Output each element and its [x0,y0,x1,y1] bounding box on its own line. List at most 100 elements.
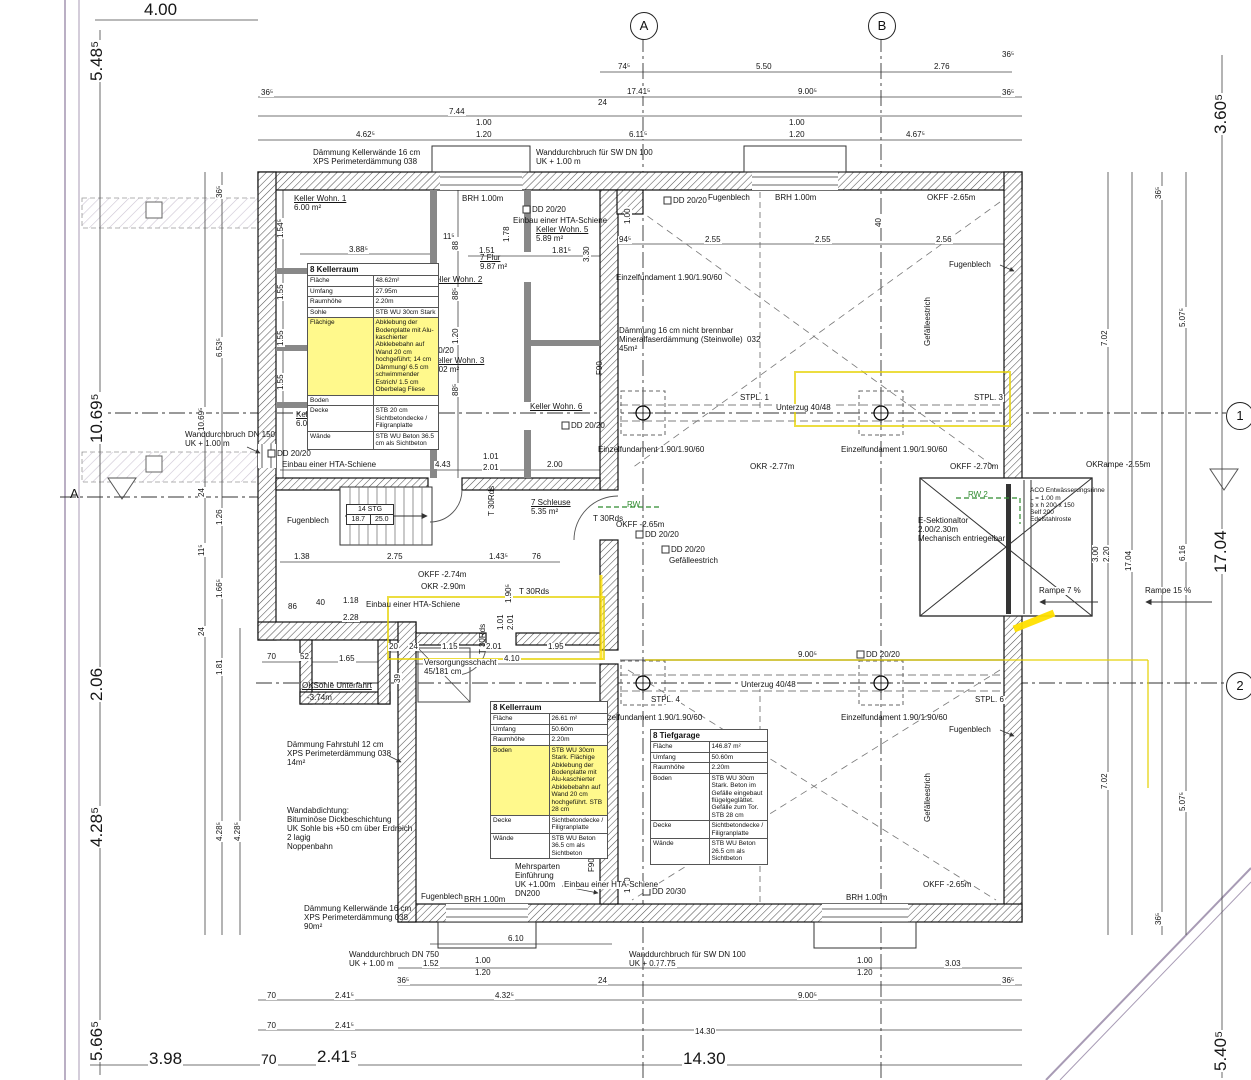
drainage-layer [598,497,1021,524]
drawing-text: 4.10 [503,654,521,664]
drawing-text: Einzelfundament 1.90/1.90/60 [841,713,948,722]
drawing-text: F90 [587,858,596,872]
drawing-text: 6.53⁵ [215,337,225,358]
drawing-text: DN200 [515,889,540,898]
drawing-text: Mehrsparten [515,862,560,871]
drawing-text: 1.51 [478,246,496,256]
yellow-marker-stroke [1012,609,1056,633]
drawing-text: 1.00 [623,207,633,225]
drawing-text: 4.32⁵ [494,991,515,1001]
drawing-text: Einbau einer HTA-Schiene [513,216,608,225]
drawing-text: DD 20/20 [571,421,605,430]
drawing-text: 5.66⁵ [87,1019,106,1062]
room-title: 8 Kellerraum [490,700,608,715]
drawing-text: 5.48⁵ [87,39,106,82]
drawing-text: DD 20/20 [277,449,311,458]
drawing-text: 5.89 m² [536,234,564,243]
drawing-text: 1.38 [293,552,311,562]
dd-box-symbol [856,650,865,659]
door-arc [429,489,463,523]
drawing-text: 5.07⁵ [1178,307,1188,328]
drawing-text: STPL. 1 [739,393,770,403]
section-arrow-right [1209,468,1239,491]
drawing-text: OKFF -2.74m [418,570,467,579]
drawing-text: 36⁵ [1001,50,1016,60]
room-name: Keller Wohn. 5 [536,225,589,234]
drawing-text: OKFF -2.65m [923,880,972,889]
stair-label: 14 STG 18.7 25.0 [346,504,394,525]
drawing-text: Wanddurchbruch DN 750 [349,950,439,959]
drawing-text: 4.28⁵ [233,821,243,842]
drawing-text: 24 [408,642,419,652]
drawing-text: 3.60⁵ [1211,92,1230,135]
drawing-text: Self 200 [1030,509,1054,516]
drawing-text: Gefälleestrich [923,773,932,822]
drawing-text: 14.30 [694,1027,717,1037]
drawing-text: DD 20/20 [866,650,900,659]
drawing-text: 52 [299,652,310,662]
drawing-text: 3.98 [148,1049,184,1068]
drawing-text: Einbau einer HTA-Schiene [282,460,377,469]
drawing-text: 2.55 [704,235,722,245]
drawing-text: 36⁵ [1001,88,1016,98]
drawing-text: 2.01 [482,463,500,473]
drawing-text: 2 lagig [287,833,311,842]
drawing-text: 4.28⁵ [215,821,225,842]
drawing-text: 2.00/2.30m [918,525,959,534]
drawing-text: 7.75 [659,959,677,969]
axis-marker-1: 1 [1226,402,1251,430]
drawing-text: 1.43⁵ [488,552,509,562]
drawing-text: DD 20/20 [645,530,679,539]
drawing-text: 20 [388,642,399,652]
drawing-text: 6.02 m² [432,365,460,374]
drawing-text: 74⁵ [617,62,632,72]
drawing-text: 2.00 [546,460,564,470]
drawing-text: Mechanisch entriegelbar [918,534,1006,543]
drawing-text: Wanddurchbruch für SW DN 100 [629,950,746,959]
drawing-text: Noppenbahn [287,842,333,851]
drawing-text: 1.55 [276,373,286,391]
drawing-text: RW [627,500,641,509]
drawing-text: 1.00 [788,118,806,128]
drawing-text: Dämmung Kellerwände 16 cm [313,148,421,157]
drawing-text: 1.55 [276,329,286,347]
drawing-text: 5.40⁵ [1211,1029,1230,1072]
drawing-text: 1.26 [215,508,225,526]
drawing-text: UK Sohle bis +50 cm über Erdreich [287,824,413,833]
drawing-text: 86 [287,602,298,612]
dd-box-symbol [635,530,644,539]
drawing-text: 1.54⁵ [276,218,286,239]
columns-layer [620,390,904,706]
drawing-text: Einbau einer HTA-Schiene [563,880,660,890]
drawing-text: 76 [531,552,542,562]
room-name: 7 Flur [480,253,501,262]
drawing-text: OKFF -2.65m [927,193,976,202]
drawing-text: Edelstahlroste [1030,516,1072,523]
drawing-text: 2.76 [933,62,951,72]
section-mark-a: A [70,486,79,501]
drawing-text: UK + 1.00 m [185,439,230,448]
drawing-text: 14m² [287,758,306,767]
drawing-text: 1.00 [474,956,492,966]
drawing-text: OKFF -2.65m [616,520,665,529]
drawing-text: 2.75 [386,552,404,562]
dd-box-symbol [663,196,672,205]
wall-left-lower [397,621,417,923]
drawing-text: 4.62⁵ [355,130,376,140]
spec-row: Boden [307,394,439,407]
drawing-text: 70 [266,652,277,662]
drawing-text: 1.20 [474,968,492,978]
drawing-text: 1.78 [502,225,512,243]
drawing-text: 5.50 [755,62,773,72]
drawing-text: STPL. 3 [973,393,1004,403]
drawing-text: E-Sektionaltor [918,516,969,525]
dd-box-symbol [561,421,570,430]
